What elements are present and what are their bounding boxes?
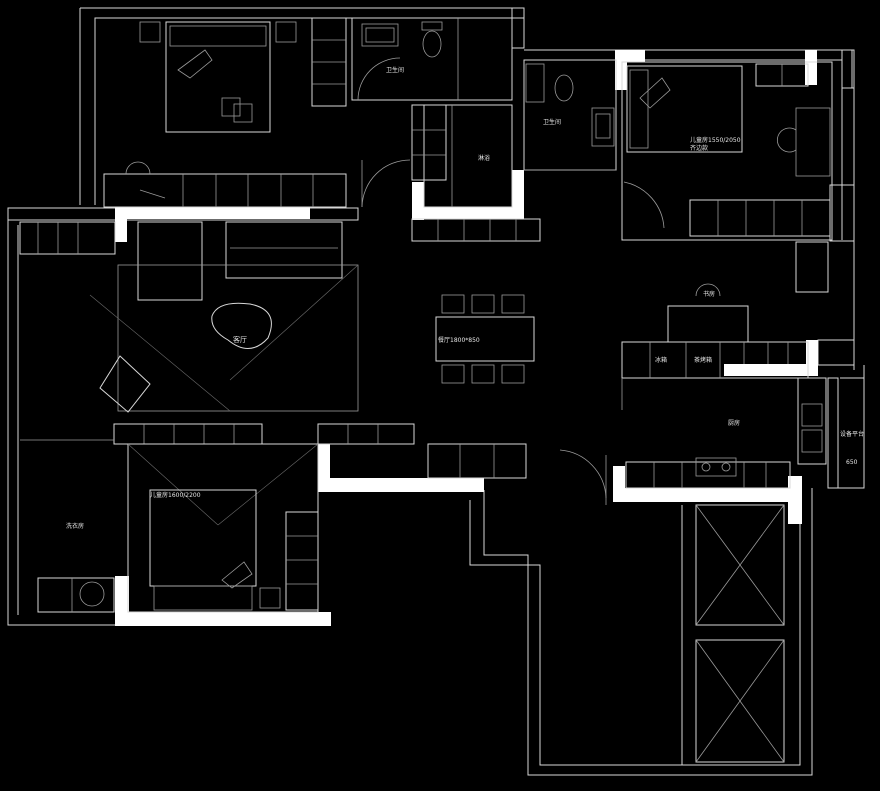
bathroom-mid: 卫生间: [523, 59, 617, 171]
equipment-platform: 设备平台 650: [827, 377, 864, 489]
structural-walls: [115, 50, 818, 626]
label-equipment-platform: 设备平台: [840, 430, 864, 438]
study: 书房: [667, 241, 829, 343]
outer-walls: [7, 7, 865, 776]
living-room: 客厅: [19, 221, 359, 413]
label-kids-room-1: 儿童房1550/2050: [690, 136, 741, 144]
laundry: 洗衣房: [20, 439, 115, 613]
label-laundry: 洗衣房: [66, 522, 84, 530]
label-kids-room-1-note: 齐边款: [690, 144, 708, 152]
label-dimension: 650: [846, 459, 858, 466]
label-fridge: 冰箱: [655, 356, 667, 364]
bathroom-top: 卫生间: [351, 17, 513, 101]
label-dining: 餐厅1800*850: [438, 336, 480, 344]
dining-area: 餐厅1800*850: [435, 294, 535, 384]
label-bathroom-mid: 卫生间: [543, 118, 561, 126]
shower-area: 淋浴: [411, 104, 541, 242]
shafts: [681, 504, 785, 765]
label-kids-room-2: 儿童房1600/2200: [150, 491, 201, 499]
kitchen: 冰箱 茶烤箱 厨房: [621, 341, 827, 489]
label-shower: 淋浴: [478, 154, 490, 162]
label-kitchen: 厨房: [728, 419, 740, 427]
master-bedroom: [103, 17, 411, 208]
hallway-cabinets: [113, 423, 607, 505]
kids-room-2: 儿童房1600/2200: [127, 443, 319, 613]
label-study: 书房: [703, 290, 715, 298]
label-tea-cabinet: 茶烤箱: [694, 356, 712, 364]
label-living-room: 客厅: [233, 335, 247, 344]
kids-room-1: 儿童房1550/2050 齐边款: [621, 61, 833, 241]
label-bathroom-top: 卫生间: [386, 66, 404, 74]
